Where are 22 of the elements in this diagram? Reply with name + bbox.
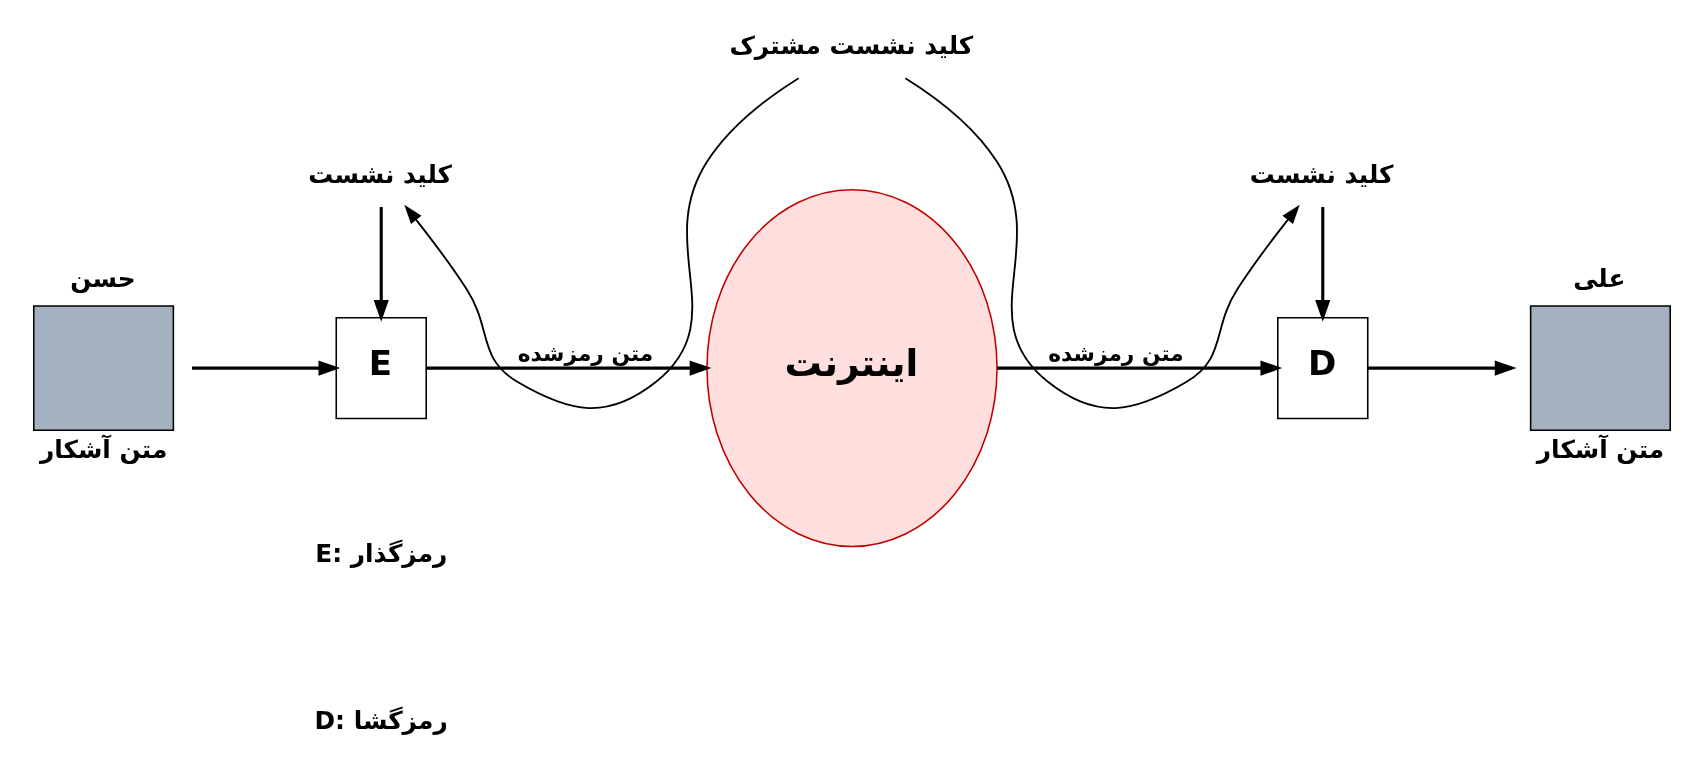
node-label: متن آشکار	[1536, 434, 1665, 464]
arrow	[373, 206, 389, 322]
node-text: کلید نشست	[1249, 160, 1394, 190]
node-ellipse: اینترنت	[706, 188, 998, 548]
arrow	[426, 360, 712, 376]
arrow	[192, 360, 341, 376]
node-box: D	[1277, 316, 1369, 420]
edge-label: متن رمزشده	[1048, 340, 1184, 366]
arrow	[997, 360, 1283, 376]
node-label: علی	[1573, 264, 1626, 294]
arrow	[1367, 360, 1517, 376]
label: D: رمزگشا	[314, 706, 448, 736]
edge-label: متن رمزشده	[517, 340, 654, 366]
arrow	[1315, 206, 1331, 322]
node-label: حسن	[70, 264, 136, 294]
label: E: رمزگذار	[315, 538, 448, 568]
node-text: کلید نشست مشترک	[729, 31, 974, 61]
node-text: کلید نشست	[308, 160, 452, 190]
arrow	[904, 77, 1300, 409]
node-box: E	[335, 316, 427, 420]
node-label: متن آشکار	[39, 434, 168, 464]
arrow	[404, 77, 800, 409]
